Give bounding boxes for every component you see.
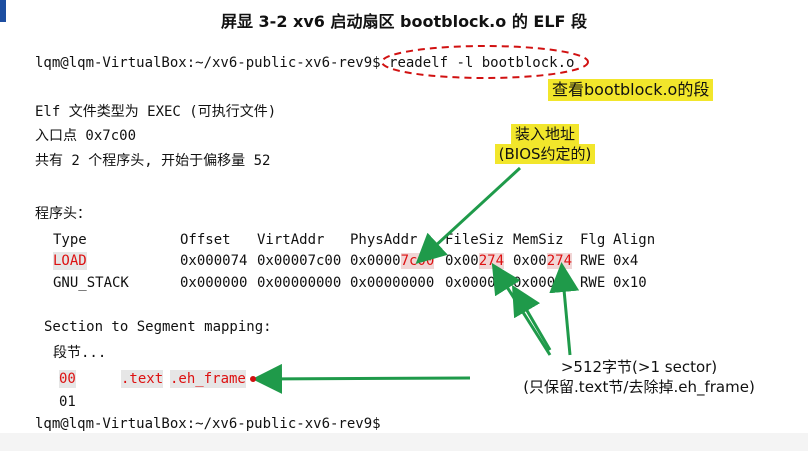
col-filesiz: FileSiz: [445, 232, 505, 248]
callout-load-address-line2: (BIOS约定的): [494, 144, 596, 164]
row-flg: RWE: [580, 253, 606, 269]
callout-size: >512字节(>1 sector) (只保留.text节/去除掉.eh_fram…: [484, 357, 794, 397]
callout-view-segments: 查看bootblock.o的段: [548, 79, 714, 101]
callout-load-address-line1: 装入地址: [510, 124, 579, 144]
terminal-line-prompt: lqm@lqm-VirtualBox:~/xv6-public-xv6-rev9…: [35, 416, 381, 432]
physaddr-prefix: 0x0000: [350, 253, 401, 269]
row-physaddr: 0x00007c00: [350, 252, 435, 270]
memsiz-highlight: 274: [546, 253, 573, 269]
col-align: Align: [613, 232, 656, 248]
physaddr-highlight: 7c00: [400, 253, 435, 269]
filesiz-highlight: 274: [478, 253, 505, 269]
program-headers-title: 程序头：: [35, 206, 91, 222]
arrow-eh-frame: [252, 363, 471, 394]
row-memsiz: 0x00274: [513, 252, 573, 270]
row-filesiz: 0x00274: [445, 252, 505, 270]
row-offset: 0x000000: [180, 275, 248, 291]
program-header-count-line: 共有 2 个程序头, 开始于偏移量 52: [35, 153, 271, 169]
callout-size-line1: >512字节(>1 sector): [560, 358, 718, 376]
terminal-line-command: lqm@lqm-VirtualBox:~/xv6-public-xv6-rev9…: [35, 54, 574, 72]
bottom-band: [0, 433, 808, 451]
row-virtaddr: 0x00000000: [257, 275, 342, 291]
memsiz-prefix: 0x00: [513, 253, 547, 269]
section-mapping-title: Section to Segment mapping:: [44, 319, 272, 335]
eh-frame-dot: [250, 376, 256, 382]
segment-0-eh-frame-section: .eh_frame: [170, 370, 246, 388]
row-physaddr: 0x00000000: [350, 275, 435, 291]
col-type: Type: [53, 232, 87, 248]
arrow-gnu-stack: [511, 284, 552, 351]
row-flg: RWE: [580, 275, 606, 291]
filesiz-prefix: 0x00: [445, 253, 479, 269]
row-type-load: LOAD: [53, 252, 87, 270]
row-memsiz: 0x00000: [513, 275, 573, 291]
row-filesiz: 0x00000: [445, 275, 505, 291]
readelf-command: $ readelf -l bootblock.o: [372, 55, 575, 71]
col-virtaddr: VirtAddr: [257, 232, 325, 248]
row-align: 0x4: [613, 253, 639, 269]
elf-type-line: Elf 文件类型为 EXEC (可执行文件): [35, 104, 277, 120]
callout-load-address: 装入地址 (BIOS约定的): [480, 124, 610, 164]
prompt: lqm@lqm-VirtualBox:~/xv6-public-xv6-rev9: [35, 55, 373, 71]
slide-accent-bar: [0, 0, 6, 22]
segment-0-number: 00: [59, 370, 76, 388]
row-offset: 0x000074: [180, 253, 248, 269]
segment-0-text-section: .text: [121, 370, 164, 388]
col-memsiz: MemSiz: [513, 232, 564, 248]
row-type-gnu-stack: GNU_STACK: [53, 275, 129, 291]
col-physaddr: PhysAddr: [350, 232, 418, 248]
section-label: 段节...: [53, 345, 107, 361]
col-offset: Offset: [180, 232, 231, 248]
row-virtaddr: 0x00007c00: [257, 253, 342, 269]
row-align: 0x10: [613, 275, 647, 291]
figure-title: 屏显 3-2 xv6 启动扇区 bootblock.o 的 ELF 段: [220, 12, 588, 31]
entry-point-line: 入口点 0x7c00: [35, 128, 137, 144]
segment-1-number: 01: [59, 394, 76, 410]
col-flg: Flg: [580, 232, 606, 248]
callout-size-line2: (只保留.text节/去除掉.eh_frame): [523, 378, 755, 396]
